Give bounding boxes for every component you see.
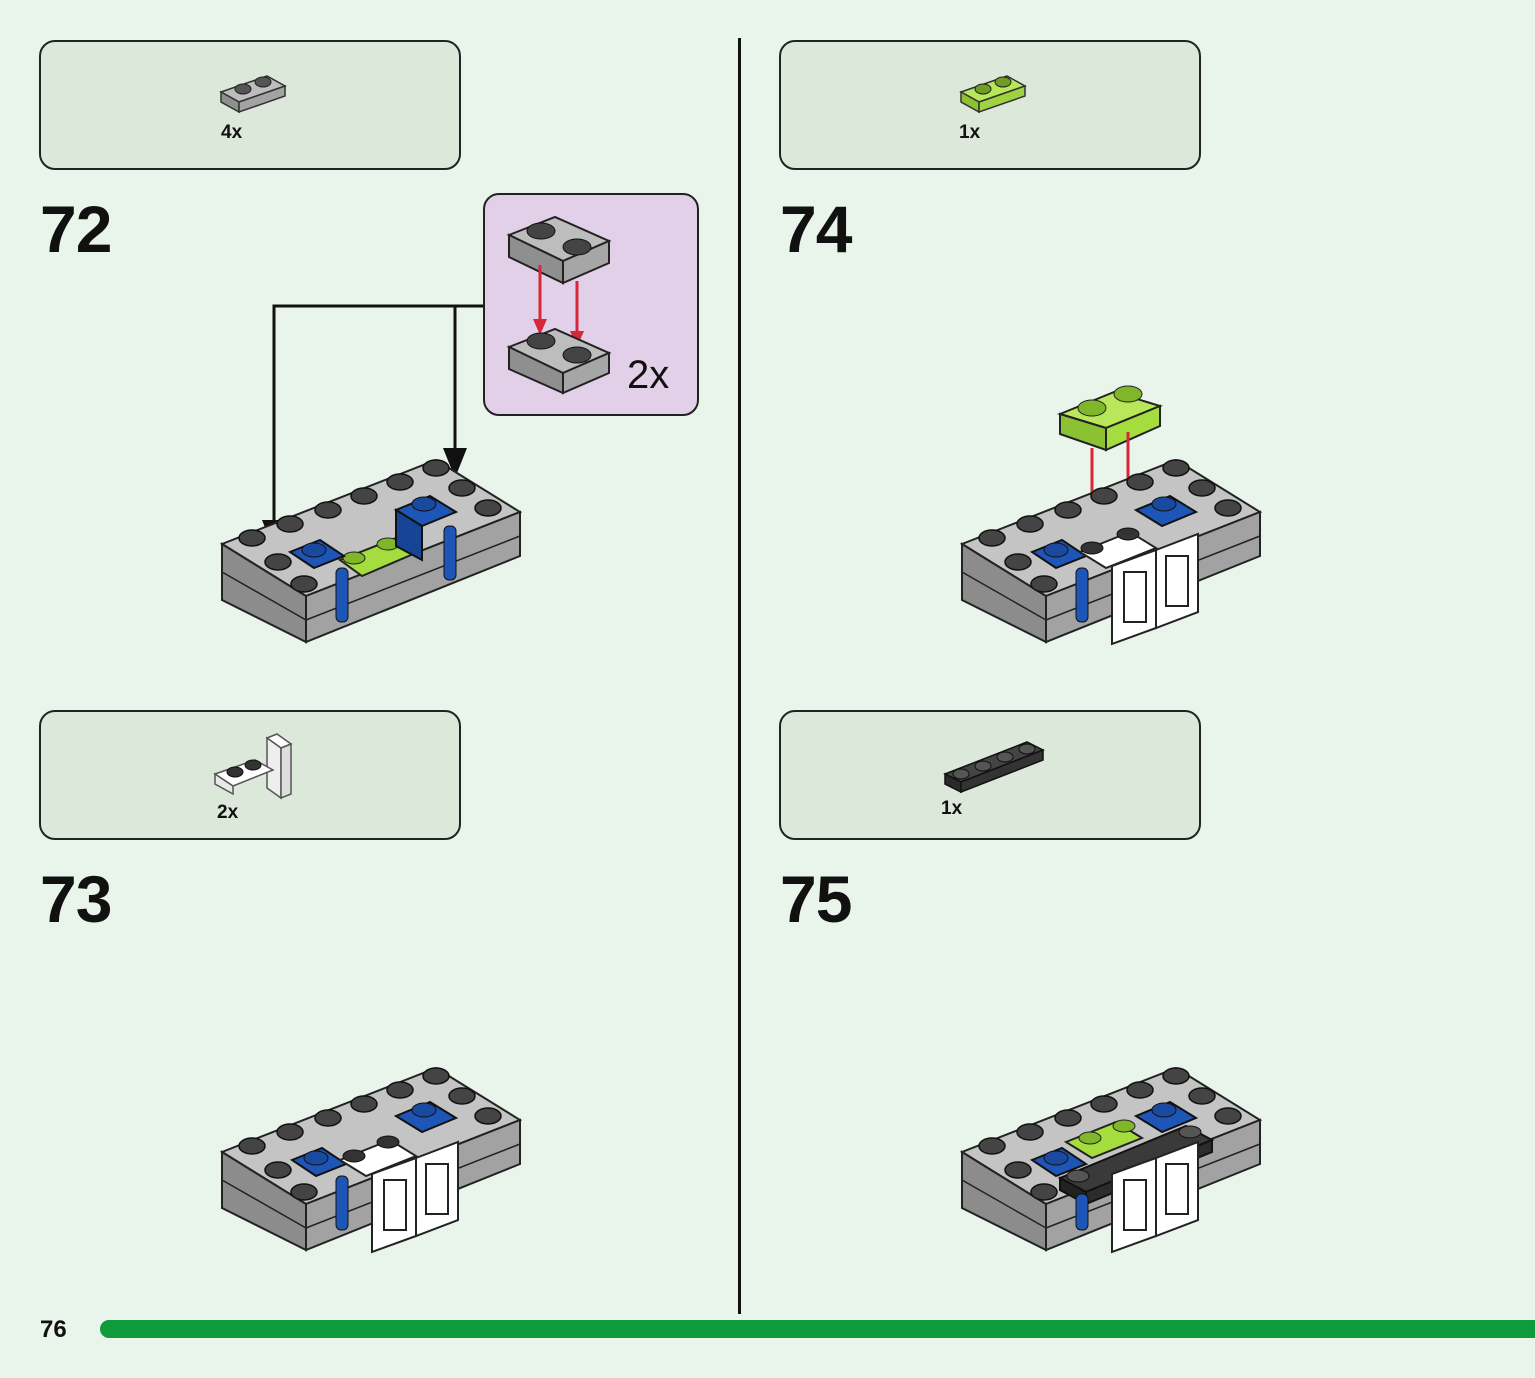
lime-plate-1x2-icon	[959, 75, 1027, 114]
callout-quantity: 2x	[627, 353, 670, 397]
part-quantity: 4x	[221, 122, 243, 143]
column-divider	[738, 38, 741, 1314]
sub-assembly-callout: 2x	[483, 193, 699, 416]
part-quantity: 2x	[217, 802, 239, 823]
stacked-plates-icon	[506, 215, 612, 395]
parts-box-step-72: 4x	[39, 40, 461, 170]
brick-base	[219, 458, 523, 644]
page-number: 76	[40, 1316, 67, 1343]
gray-plate-1x2-icon	[219, 75, 287, 114]
parts-box-step-75: 1x	[779, 710, 1201, 840]
parts-box-step-74: 1x	[779, 40, 1201, 170]
progress-bar	[100, 1320, 1535, 1338]
parts-box-step-73: 2x	[39, 710, 461, 840]
step-number: 75	[780, 862, 852, 936]
part-quantity: 1x	[959, 122, 981, 143]
black-plate-1x4-icon	[943, 741, 1045, 794]
step-number: 74	[780, 192, 852, 266]
part-quantity: 1x	[941, 798, 963, 819]
step-number: 72	[40, 192, 112, 266]
white-bracket-icon	[213, 733, 293, 800]
step-number: 73	[40, 862, 112, 936]
